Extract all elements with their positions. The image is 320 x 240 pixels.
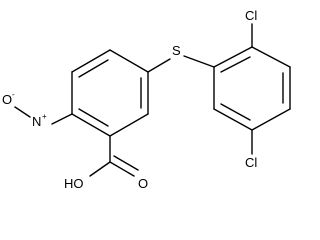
bond [213, 46, 253, 68]
bond [71, 113, 111, 137]
carbonyl-oxygen-label: O [138, 176, 148, 191]
bond-sulfur-to-ring [183, 55, 215, 68]
nitro-nitrogen-charge: + [42, 112, 47, 121]
double-bond-inner [78, 59, 109, 78]
double-bond-inner [220, 56, 251, 73]
double-bond-inner [220, 103, 251, 121]
double-bond-inner [78, 108, 109, 127]
chlorine-top-label: Cl [245, 8, 257, 23]
left-benzene-ring [71, 49, 149, 137]
sulfur-atom-label: S [172, 43, 181, 58]
chemical-structure: S Cl Cl O - N + HO O [2, 8, 291, 191]
bond [213, 108, 253, 131]
nitro-oxygen-label: O [2, 92, 12, 107]
bond [251, 46, 291, 68]
bond-carboxyl-double-o-second [113, 155, 139, 171]
chlorine-bottom-label: Cl [245, 155, 257, 170]
nitro-oxygen-charge: - [12, 90, 15, 99]
bond-ring-to-sulfur [147, 58, 171, 73]
bond-nitro-n-to-o [14, 106, 31, 118]
bond [109, 113, 149, 137]
bond [109, 49, 149, 73]
bond-carboxyl-to-hydroxyl [89, 161, 111, 177]
right-benzene-ring [213, 46, 291, 131]
bond-carboxyl-double-o [109, 161, 135, 177]
hydroxyl-label: HO [64, 176, 84, 191]
nitro-nitrogen-label: N [32, 114, 41, 129]
bond [71, 49, 111, 73]
bond [251, 108, 291, 131]
bond-ring-to-nitro [51, 113, 73, 125]
